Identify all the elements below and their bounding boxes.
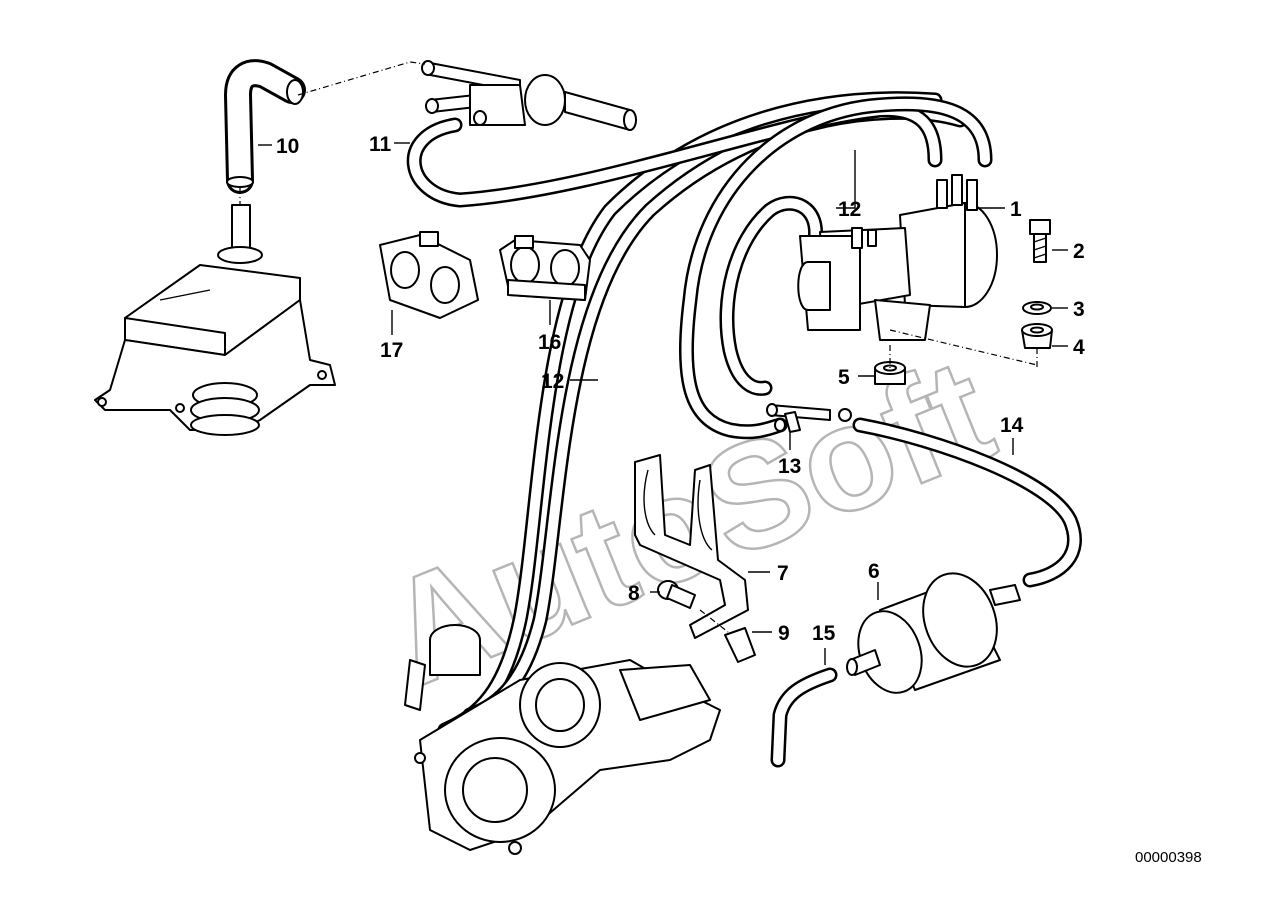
t-connector-top bbox=[421, 60, 637, 131]
hose-11 bbox=[406, 102, 943, 208]
callout-1: 1 bbox=[1010, 198, 1022, 221]
bolt bbox=[1029, 219, 1051, 263]
callout-17: 17 bbox=[380, 339, 403, 362]
callout-14: 14 bbox=[1000, 414, 1024, 437]
hose-15 bbox=[770, 667, 838, 768]
bolt-8 bbox=[657, 580, 696, 609]
double-clip-16 bbox=[499, 235, 591, 301]
callout-10: 10 bbox=[276, 135, 299, 158]
clip-nut-9 bbox=[724, 627, 756, 663]
nut-5 bbox=[874, 361, 906, 385]
oil-separator-housing bbox=[94, 204, 336, 436]
callout-8: 8 bbox=[628, 582, 640, 605]
hose-12-long bbox=[437, 91, 943, 738]
turbocharger bbox=[404, 624, 721, 855]
callout-3: 3 bbox=[1073, 298, 1085, 321]
hose-12-short bbox=[719, 195, 823, 396]
callout-11: 11 bbox=[369, 133, 392, 156]
callout-4: 4 bbox=[1073, 336, 1085, 359]
callout-15: 15 bbox=[812, 622, 836, 645]
pressure-converter bbox=[797, 174, 998, 341]
hose-14 bbox=[852, 417, 1082, 588]
fuel-filter bbox=[846, 572, 1021, 694]
callout-5: 5 bbox=[838, 366, 850, 389]
callout-9: 9 bbox=[778, 622, 790, 645]
callouts: 1 2 3 4 5 6 7 8 9 10 11 12 12 13 14 15 1… bbox=[276, 133, 1085, 645]
washer bbox=[1022, 301, 1052, 315]
leader-lines bbox=[258, 142, 1068, 665]
callout-16: 16 bbox=[538, 331, 561, 354]
double-clip-17 bbox=[379, 231, 479, 319]
callout-6: 6 bbox=[868, 560, 880, 583]
callout-12-left: 12 bbox=[541, 370, 564, 393]
hose-outer-loop bbox=[678, 96, 993, 440]
reference-lines bbox=[239, 61, 1038, 633]
bracket-7 bbox=[634, 454, 749, 639]
callout-12-top: 12 bbox=[838, 198, 861, 221]
callout-7: 7 bbox=[777, 562, 789, 585]
reference-number: 00000398 bbox=[1135, 849, 1202, 866]
callout-13: 13 bbox=[778, 455, 801, 478]
callout-2: 2 bbox=[1073, 240, 1085, 263]
nut bbox=[1021, 323, 1053, 349]
hose-10 bbox=[224, 59, 306, 194]
